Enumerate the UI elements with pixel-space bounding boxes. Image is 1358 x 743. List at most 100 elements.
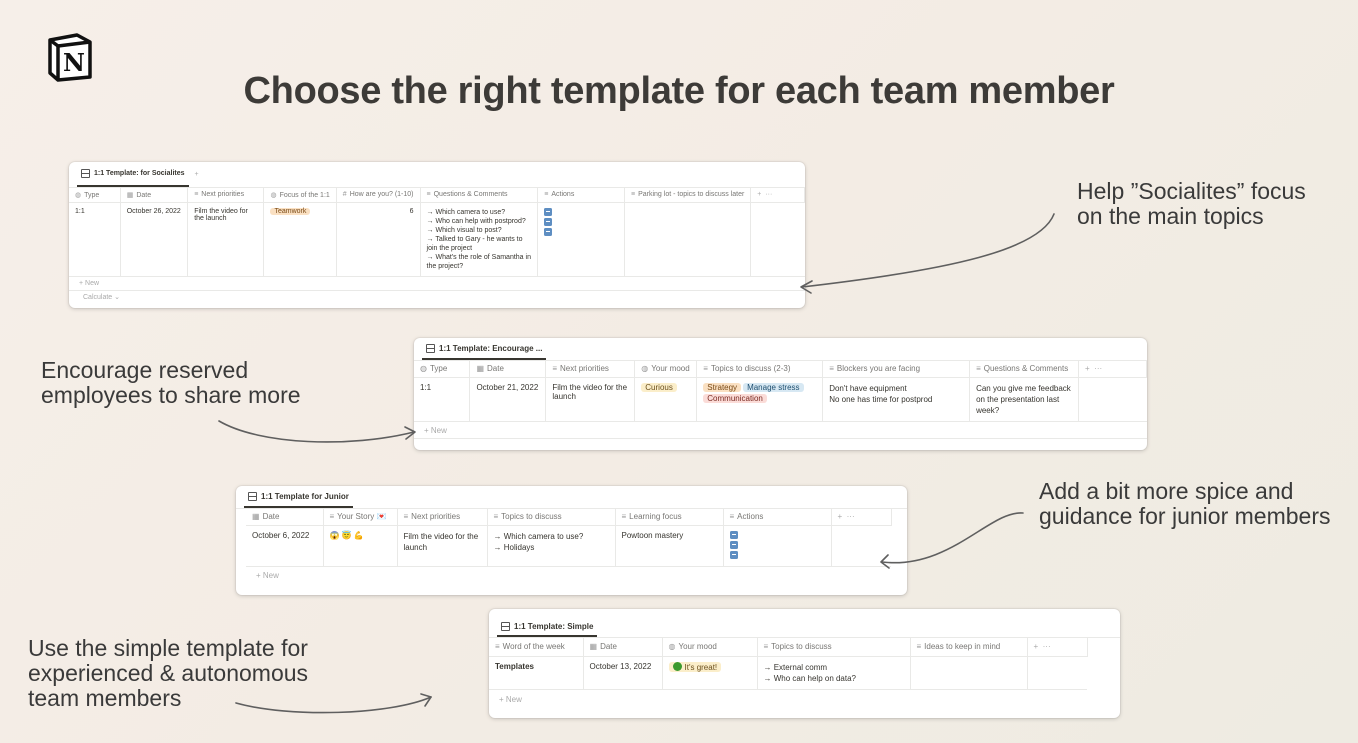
text-lines-icon: ≡ [493,512,499,522]
checkbox-icon[interactable] [544,227,553,236]
header-topics[interactable]: ≡Topics to discuss [487,509,616,526]
header-type[interactable]: ◍Type [69,188,121,203]
tab-socialites[interactable]: 1:1 Template: for Socialites [77,162,189,187]
header-topics[interactable]: ≡Topics to discuss [757,638,911,657]
header-actions[interactable]: ≡Actions [723,509,832,526]
tab-junior[interactable]: 1:1 Template for Junior [244,486,353,508]
text-lines-icon: ≡ [703,364,708,374]
select-icon: ◍ [75,191,82,199]
header-topics[interactable]: ≡Topics to discuss (2-3) [696,361,824,378]
text-lines-icon: ≡ [976,364,981,374]
header-add-column[interactable]: + ··· [750,188,805,203]
cell-topics[interactable]: → External comm → Who can help on data? [757,656,911,690]
cell-priorities[interactable]: Film the video for the launch [545,377,636,422]
simple-template-card: 1:1 Template: Simple ≡Word of the week ▦… [489,609,1120,718]
header-blockers[interactable]: ≡Blockers you are facing [822,361,971,378]
cell-priorities[interactable]: Film the video for the launch [397,525,488,567]
table-row[interactable]: October 6, 2022 😱 😇 💪 Film the video for… [246,525,891,567]
header-learning-focus[interactable]: ≡Learning focus [615,509,724,526]
cell-priorities[interactable]: Film the video for the launch [187,202,265,277]
tab-reserved[interactable]: 1:1 Template: Encourage ... [422,338,547,360]
cell-mood[interactable]: It's great! [662,656,758,690]
cell-mood[interactable]: Curious [634,377,698,422]
table-row[interactable]: 1:1 October 26, 2022 Film the video for … [69,202,805,277]
cell-type[interactable]: 1:1 [69,202,121,277]
page-headline: Choose the right template for each team … [243,70,1115,112]
cell-date[interactable]: October 13, 2022 [583,656,663,690]
header-questions[interactable]: ≡Questions & Comments [420,188,539,203]
checkbox-icon[interactable] [729,550,738,559]
checkbox-icon[interactable] [729,540,738,549]
select-icon: ◍ [641,364,649,374]
calculate-button[interactable]: Calculate ⌄ [83,293,120,301]
header-add-column[interactable]: + ··· [831,509,892,526]
tag-mood: It's great! [668,661,722,672]
cell-questions[interactable]: Can you give me feedback on the presenta… [969,377,1080,422]
table-row[interactable]: 1:1 October 21, 2022 Film the video for … [414,377,1147,422]
header-date[interactable]: ▦Date [583,638,663,657]
cell-type[interactable]: 1:1 [414,377,471,422]
cell-learning[interactable]: Powtoon mastery [615,525,724,567]
add-view-icon[interactable]: + [194,171,199,178]
header-your-story[interactable]: ≡Your Story 💌 [323,509,398,526]
cell-score[interactable]: 6 [336,202,421,277]
text-lines-icon: ≡ [544,191,549,199]
caption-junior: Add a bit more spice and guidance for ju… [1039,478,1331,529]
cell-actions[interactable] [723,525,832,567]
header-type[interactable]: ◍Type [414,361,471,378]
database-table-icon [501,621,510,631]
text-lines-icon: ≡ [194,191,199,199]
database-table-icon [248,491,257,501]
cell-word[interactable]: Templates [489,656,584,690]
new-row-button[interactable]: + New [69,277,805,291]
header-how-are-you[interactable]: #How are you? (1-10) [336,188,421,203]
header-date[interactable]: ▦Date [469,361,547,378]
cell-ideas[interactable] [910,656,1028,690]
cell-story[interactable]: 😱 😇 💪 [323,525,398,567]
cell-parking-lot[interactable] [624,202,752,277]
arrow-socialites-icon [801,213,1055,288]
cell-empty [831,525,891,567]
cell-focus[interactable]: Teamwork [263,202,337,277]
checkbox-icon[interactable] [544,207,553,216]
calendar-icon: ▦ [126,191,134,199]
header-actions[interactable]: ≡Actions [537,188,625,203]
header-questions[interactable]: ≡Questions & Comments [969,361,1080,378]
header-date[interactable]: ▦Date [120,188,189,203]
cell-date[interactable]: October 21, 2022 [469,377,547,422]
tab-simple[interactable]: 1:1 Template: Simple [497,617,598,637]
new-row-button[interactable]: + New [414,422,1147,439]
select-icon: ◍ [420,364,427,374]
cell-questions[interactable]: → Which camera to use? → Who can help wi… [420,202,539,277]
header-ideas[interactable]: ≡Ideas to keep in mind [910,638,1028,657]
caption-reserved: Encourage reserved employees to share mo… [41,357,301,408]
cell-topics[interactable]: → Which camera to use? → Holidays [487,525,616,567]
header-date[interactable]: ▦Date [246,509,324,526]
more-icon: ··· [1042,642,1051,652]
cell-blockers[interactable]: Don't have equipment No one has time for… [822,377,971,422]
header-your-mood[interactable]: ◍Your mood [634,361,698,378]
new-row-button[interactable]: + New [256,570,279,580]
checkbox-icon[interactable] [544,217,553,226]
header-word-of-week[interactable]: ≡Word of the week [489,638,584,657]
tag-topic: Communication [703,393,767,403]
junior-table: ▦Date ≡Your Story 💌 ≡Next priorities ≡To… [246,509,892,567]
header-add-column[interactable]: + ··· [1027,638,1088,657]
more-icon: ··· [1094,364,1103,374]
cell-date[interactable]: October 26, 2022 [120,202,189,277]
plus-icon: + [1033,642,1039,652]
header-your-mood[interactable]: ◍Your mood [662,638,758,657]
caption-socialites: Help ”Socialites” focus on the main topi… [1077,178,1306,229]
header-parking-lot[interactable]: ≡Parking lot - topics to discuss later [624,188,752,203]
checkbox-icon[interactable] [729,530,738,539]
table-row[interactable]: Templates October 13, 2022 It's great! →… [489,656,1087,690]
cell-actions[interactable] [537,202,625,277]
cell-date[interactable]: October 6, 2022 [246,525,324,567]
header-add-column[interactable]: + ··· [1078,361,1147,378]
new-row-button[interactable]: + New [499,694,522,704]
header-next-priorities[interactable]: ≡Next priorities [397,509,488,526]
header-focus[interactable]: ◍Focus of the 1:1 [263,188,337,203]
header-next-priorities[interactable]: ≡Next priorities [187,188,265,203]
header-next-priorities[interactable]: ≡Next priorities [545,361,636,378]
